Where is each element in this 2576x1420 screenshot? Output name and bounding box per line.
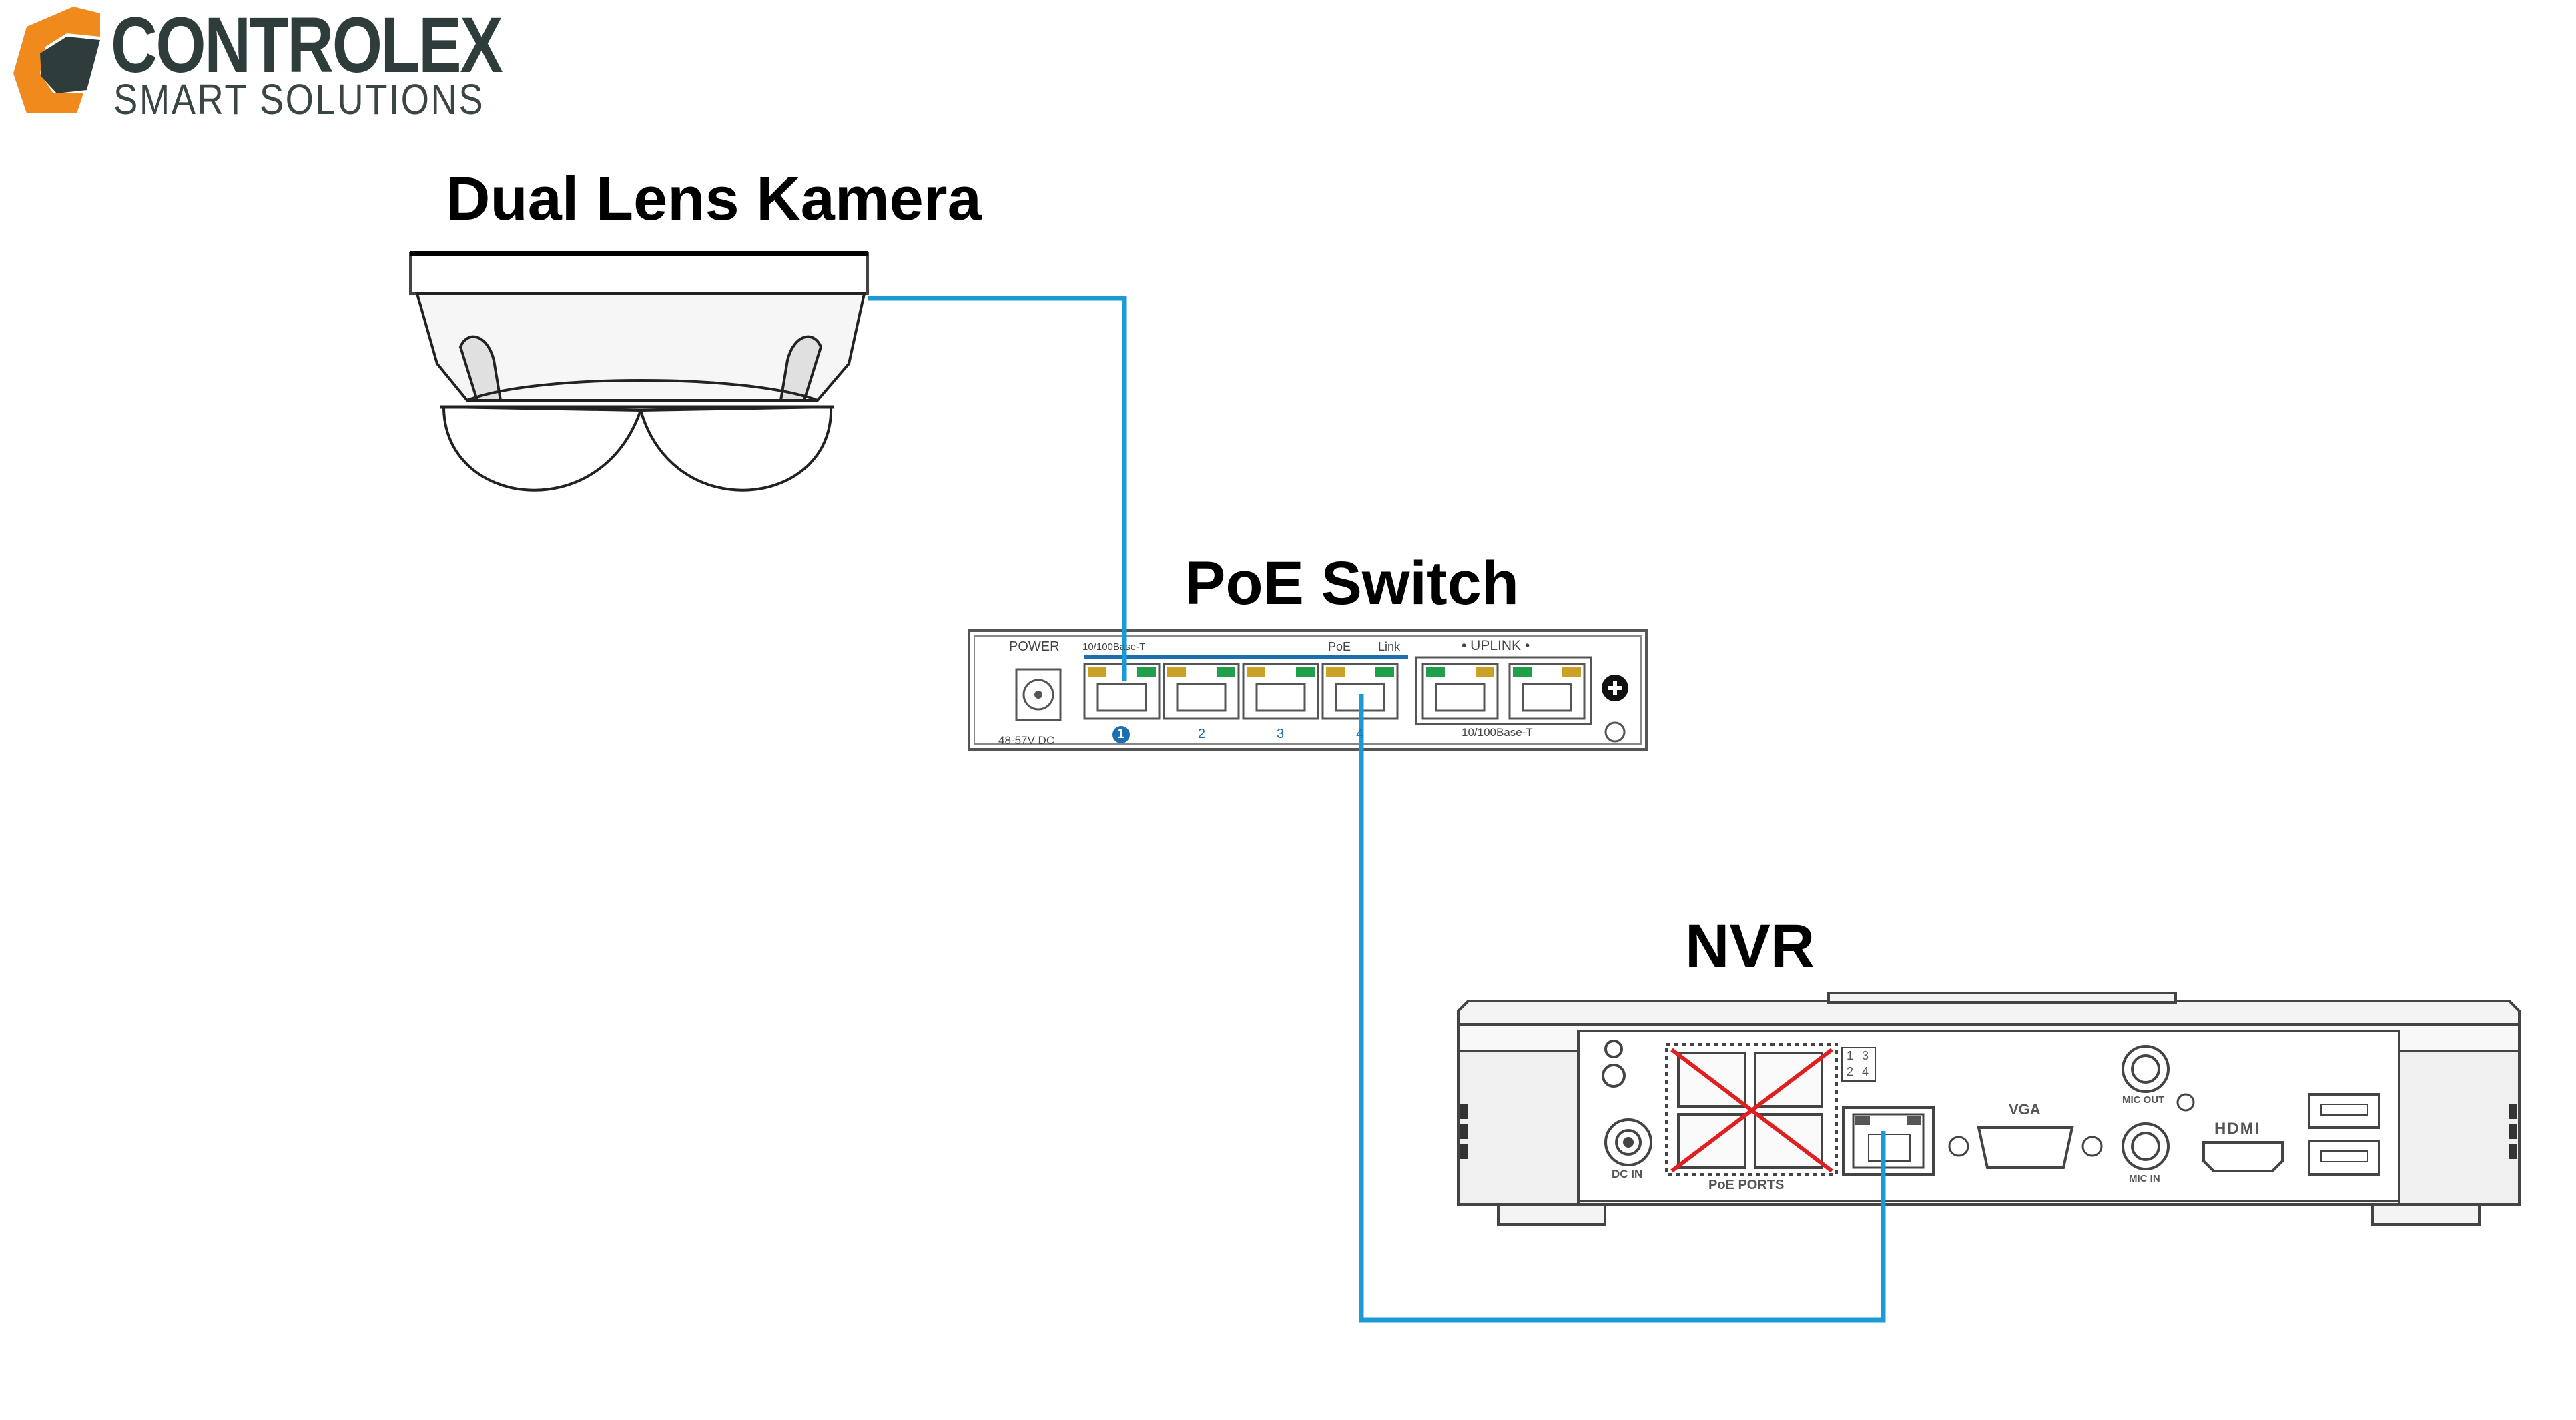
camera-label: Dual Lens Kamera: [446, 165, 982, 233]
camera-top-plate: [409, 252, 869, 295]
brand-name: CONTROLEX: [111, 1, 503, 89]
nvr-top-lid: [1457, 1000, 2521, 1026]
switch-power-spec: 48-57V DC: [998, 734, 1055, 747]
switch-ground-icon: [1604, 721, 1626, 743]
switch-uplink-ports: [1415, 656, 1592, 725]
nvr-port-grid: [1841, 1047, 1876, 1082]
nvr-port-grid-2: 2: [1847, 1065, 1854, 1078]
switch-port-number-2: 2: [1198, 727, 1206, 741]
nvr-mic-out-label: MIC OUT: [2122, 1094, 2165, 1106]
nvr-vga-label: VGA: [2009, 1101, 2041, 1118]
switch-port-number-1: 1: [1117, 727, 1125, 741]
camera-bracket-left: [458, 335, 503, 402]
camera-bracket-right: [779, 335, 823, 402]
nvr-mic-in-label: MIC IN: [2129, 1173, 2160, 1184]
nvr-power-icon: [1602, 1064, 1626, 1088]
switch-port-1: [1083, 663, 1161, 720]
camera-lens-ring: [466, 379, 818, 402]
logo-mark-inner: [40, 37, 100, 93]
disabled-poe-ports-x-icon: [1670, 1048, 1833, 1173]
brand-tagline: SMART SOLUTIONS: [113, 75, 485, 123]
cable-camera-to-switch: [868, 296, 1127, 681]
camera-dome-right: [639, 405, 833, 492]
nvr-dc-in-label: DC IN: [1612, 1168, 1643, 1180]
nvr-device: [1457, 992, 2521, 1226]
camera-dome-left: [442, 405, 643, 492]
switch-link-label: Link: [1378, 640, 1401, 653]
nvr-ground-icon: [1604, 1040, 1623, 1058]
switch-uplink-label: • UPLINK •: [1462, 638, 1530, 653]
nvr-hdmi-port: [2202, 1141, 2284, 1172]
switch-uplink-spec: 10/100Base-T: [1462, 726, 1533, 739]
logo-mark-outer: [13, 7, 100, 113]
brand-logo: [13, 7, 100, 113]
switch-poe-ports: [1083, 663, 1399, 720]
switch-power-label: POWER: [1009, 639, 1060, 654]
uplink-port-2: [1508, 663, 1586, 720]
switch-port-number-3: 3: [1277, 727, 1285, 741]
cable-switch-to-nvr: [1359, 694, 1886, 1323]
poe-switch: [968, 629, 1648, 751]
port-1-marker: [1112, 726, 1130, 743]
nvr-label: NVR: [1685, 912, 1815, 980]
switch-poe-label: PoE: [1328, 640, 1351, 653]
switch-label: PoE Switch: [1185, 549, 1519, 617]
nvr-vga-port: [1977, 1126, 2074, 1169]
switch-port-2: [1163, 663, 1240, 720]
switch-port-3: [1242, 663, 1319, 720]
nvr-port-grid-1: 1: [1847, 1049, 1854, 1062]
dual-lens-camera: [409, 251, 869, 492]
switch-ports-header: 10/100Base-T: [1082, 641, 1146, 653]
uplink-port-1: [1421, 663, 1499, 720]
switch-port-number-4: 4: [1356, 727, 1364, 741]
nvr-poe-ports-label: PoE PORTS: [1708, 1178, 1785, 1192]
nvr-port-grid-3: 3: [1862, 1049, 1869, 1062]
nvr-hdmi-label: HDMI: [2214, 1120, 2261, 1138]
nvr-port-grid-4: 4: [1862, 1065, 1869, 1078]
